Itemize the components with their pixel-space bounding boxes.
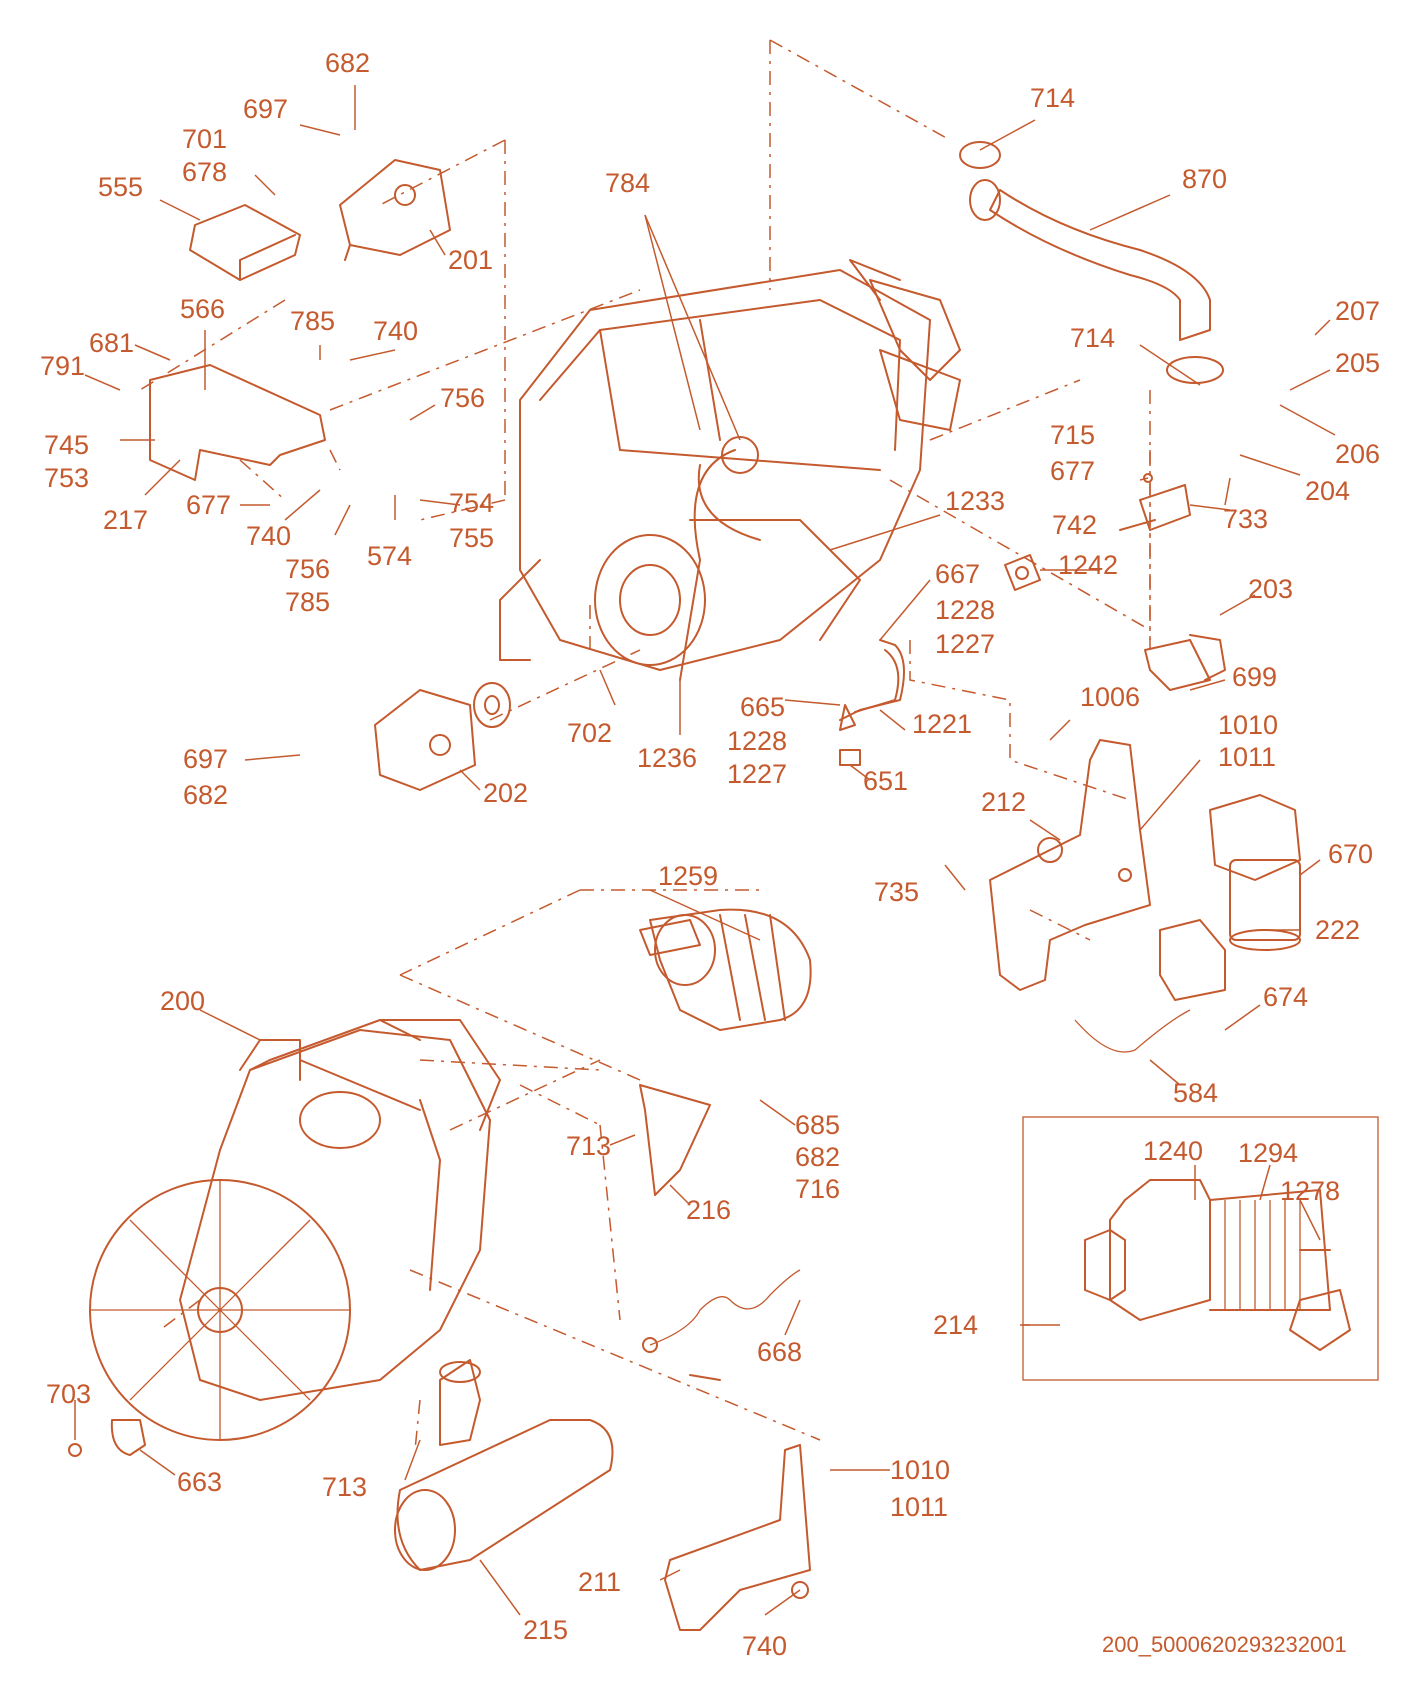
callout-714-right: 714 bbox=[1070, 323, 1115, 353]
callout-205: 205 bbox=[1335, 348, 1380, 378]
callout-702: 702 bbox=[567, 718, 612, 748]
callout-713-bottom: 713 bbox=[322, 1472, 367, 1502]
callout-668: 668 bbox=[757, 1337, 802, 1367]
alternator-668-spring bbox=[642, 1269, 801, 1381]
cable-584 bbox=[1074, 1009, 1191, 1053]
clamp-663 bbox=[68, 1419, 146, 1457]
air-filter-1259 bbox=[639, 908, 812, 1031]
callout-222: 222 bbox=[1315, 915, 1360, 945]
callout-215: 215 bbox=[523, 1615, 568, 1645]
callout-1259: 1259 bbox=[658, 861, 718, 891]
engine-bottom-assembly bbox=[179, 1019, 501, 1401]
callout-211: 211 bbox=[578, 1567, 621, 1597]
callout-740-mid: 740 bbox=[246, 521, 291, 551]
callout-203: 203 bbox=[1248, 574, 1293, 604]
callout-1240: 1240 bbox=[1143, 1136, 1203, 1166]
engine-top-assembly bbox=[499, 259, 961, 681]
callout-1236: 1236 bbox=[637, 743, 697, 773]
assembly-lines bbox=[139, 39, 1151, 1451]
callout-1278: 1278 bbox=[1280, 1176, 1340, 1206]
pipe-1221 bbox=[839, 639, 905, 766]
callout-714-top: 714 bbox=[1030, 83, 1075, 113]
callout-703: 703 bbox=[46, 1379, 91, 1409]
callout-216: 216 bbox=[686, 1195, 731, 1225]
callout-784: 784 bbox=[605, 168, 650, 198]
inset-detail-214 bbox=[1022, 1116, 1379, 1381]
callout-206: 206 bbox=[1335, 439, 1380, 469]
bracket-217 bbox=[149, 364, 326, 481]
callout-584: 584 bbox=[1173, 1078, 1218, 1108]
callout-214: 214 bbox=[933, 1310, 978, 1340]
callout-1221: 1221 bbox=[912, 709, 972, 739]
callout-740-bottom: 740 bbox=[742, 1631, 787, 1661]
callout-1233: 1233 bbox=[945, 486, 1005, 516]
callout-566: 566 bbox=[180, 294, 225, 324]
hose-870 bbox=[959, 141, 1224, 384]
fan bbox=[89, 1179, 351, 1441]
callout-681: 681 bbox=[89, 328, 134, 358]
callout-200: 200 bbox=[160, 986, 205, 1016]
callout-1006: 1006 bbox=[1080, 682, 1140, 712]
callout-1294: 1294 bbox=[1238, 1138, 1298, 1168]
bracket-212 bbox=[989, 739, 1151, 991]
callout-202: 202 bbox=[483, 778, 528, 808]
callout-677-left: 677 bbox=[186, 490, 231, 520]
callout-742: 742 bbox=[1052, 510, 1097, 540]
callout-574: 574 bbox=[367, 541, 412, 571]
callout-217: 217 bbox=[103, 505, 148, 535]
callout-785-top: 785 bbox=[290, 306, 335, 336]
callout-207: 207 bbox=[1335, 296, 1380, 326]
callout-697-top: 697 bbox=[243, 94, 288, 124]
callout-651: 651 bbox=[863, 766, 908, 796]
callout-740-top: 740 bbox=[373, 316, 418, 346]
callout-663: 663 bbox=[177, 1467, 222, 1497]
gasket-1242 bbox=[1004, 554, 1041, 591]
callout-674: 674 bbox=[1263, 982, 1308, 1012]
callout-791: 791 bbox=[40, 351, 85, 381]
callout-870: 870 bbox=[1182, 164, 1227, 194]
muffler-215 bbox=[394, 1359, 614, 1571]
module-674 bbox=[1159, 919, 1226, 1001]
callout-212: 212 bbox=[981, 787, 1026, 817]
callout-201: 201 bbox=[448, 245, 493, 275]
callout-1242: 1242 bbox=[1058, 550, 1118, 580]
drawing-code: 200_5000620293232001 bbox=[1102, 1632, 1347, 1657]
hydraulic-pump-202 bbox=[374, 682, 511, 791]
bracket-216 bbox=[639, 1084, 711, 1196]
callout-682-top: 682 bbox=[325, 48, 370, 78]
callout-699: 699 bbox=[1232, 662, 1277, 692]
callout-204: 204 bbox=[1305, 476, 1350, 506]
elbow-203 bbox=[1144, 634, 1226, 691]
callout-756-top: 756 bbox=[440, 383, 485, 413]
callout-713-mid: 713 bbox=[566, 1131, 611, 1161]
callout-555: 555 bbox=[98, 172, 143, 202]
bracket-211 bbox=[664, 1444, 811, 1631]
leader-lines bbox=[74, 85, 1336, 1616]
sensor-742 bbox=[1119, 473, 1191, 531]
hydraulic-pump-201 bbox=[339, 159, 451, 261]
callout-670: 670 bbox=[1328, 839, 1373, 869]
callout-735: 735 bbox=[874, 877, 919, 907]
ecu-module-555 bbox=[189, 204, 301, 281]
filter-222 bbox=[1209, 794, 1301, 951]
callout-733: 733 bbox=[1223, 504, 1268, 534]
